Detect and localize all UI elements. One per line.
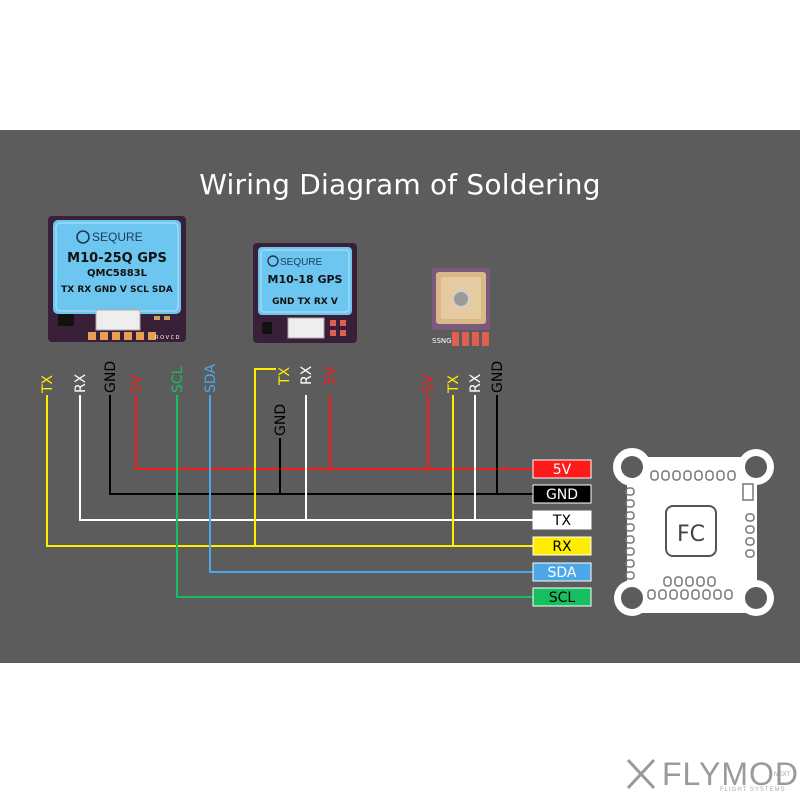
wire-labels: TX RX GND 5V SCL SDA GND TX RX 5V 5V TX … <box>40 361 506 436</box>
wire-label-m25-gnd: GND <box>103 361 119 393</box>
watermark-text: FLYMOD <box>662 756 799 792</box>
fc-tag-tx-label: TX <box>552 513 572 529</box>
fc-tag-gnd-label: GND <box>546 487 578 503</box>
wire-label-m25-scl: SCL <box>170 366 186 393</box>
m10-25q-brand: SEQURE <box>92 230 143 244</box>
wire-label-m18-gnd: GND <box>273 404 289 436</box>
wire-label-m25-sda: SDA <box>203 364 219 393</box>
fc-tag-tx <box>532 510 592 530</box>
module-m10-25q: SEQURE M10-25Q GPS QMC5883L TX RX GND V … <box>48 216 186 342</box>
wire-tx <box>79 395 533 521</box>
fc-tag-5v-label: 5V <box>553 462 572 478</box>
watermark-badge: NEXT <box>774 772 791 778</box>
fc-tag-rx-label: RX <box>552 539 572 555</box>
mount-hole-icon <box>745 587 767 609</box>
wires <box>46 368 533 598</box>
wire-label-m18-tx: TX <box>277 366 293 386</box>
m10-25q-board-text: R O V C D <box>155 335 180 341</box>
m10-18-shield <box>258 247 352 315</box>
mount-hole-icon <box>621 587 643 609</box>
fc-label: FC <box>677 522 705 547</box>
wire-scl <box>176 395 533 598</box>
fc-tag-scl <box>532 587 592 607</box>
module-m10-18: SEQURE M10-18 GPS GND TX RX V <box>253 243 357 343</box>
fc-tag-sda <box>532 562 592 582</box>
fc-tag-scl-label: SCL <box>549 590 576 606</box>
m10-25q-pins: TX RX GND V SCL SDA <box>61 285 173 295</box>
antenna-feed-icon <box>452 290 470 308</box>
wire-label-m25-5v: 5V <box>129 374 145 393</box>
m10-25q-model: M10-25Q GPS <box>67 251 167 266</box>
wire-label-m25-tx: TX <box>40 374 56 394</box>
wire-label-ssng-5v: 5V <box>421 374 437 393</box>
wire-label-ssng-rx: RX <box>468 373 484 393</box>
wire-label-ssng-gnd: GND <box>490 361 506 393</box>
wire-label-m25-rx: RX <box>73 373 89 393</box>
fc-tag-rx <box>532 536 592 556</box>
sequre-logo-icon <box>267 255 279 267</box>
wire-rx <box>46 395 533 547</box>
fc-tags: 5V GND TX RX SDA SCL <box>532 459 592 607</box>
mount-hole-icon <box>745 456 767 478</box>
wire-gnd <box>109 395 533 495</box>
wire-label-m18-rx: RX <box>299 365 315 385</box>
fc-tag-5v <box>532 459 592 479</box>
m10-18-connector <box>287 317 325 339</box>
sequre-logo-icon <box>76 230 90 244</box>
wire-5v <box>135 395 533 470</box>
watermark-subtext: FLIGHT SYSTEMS <box>720 787 786 793</box>
m10-25q-connector <box>95 309 141 331</box>
flight-controller: FC <box>613 448 774 616</box>
fc-tag-sda-label: SDA <box>548 565 577 581</box>
m10-25q-shield <box>53 220 181 314</box>
m10-18-model: M10-18 GPS <box>268 273 343 286</box>
m10-25q-chip: QMC5883L <box>87 268 148 279</box>
fc-chip <box>665 505 717 557</box>
module-ssng: SSNG <box>432 268 490 346</box>
wire-sda <box>209 395 533 573</box>
diagram-title: Wiring Diagram of Soldering <box>199 168 601 201</box>
m10-18-pins: GND TX RX V <box>272 297 338 307</box>
m10-18-brand: SEQURE <box>280 257 323 268</box>
wire-label-m18-5v: 5V <box>323 366 339 385</box>
flymod-logo-icon <box>626 758 656 790</box>
ssng-label: SSNG <box>432 337 452 345</box>
fc-tag-gnd <box>532 484 592 504</box>
wire-label-ssng-tx: TX <box>446 374 462 394</box>
